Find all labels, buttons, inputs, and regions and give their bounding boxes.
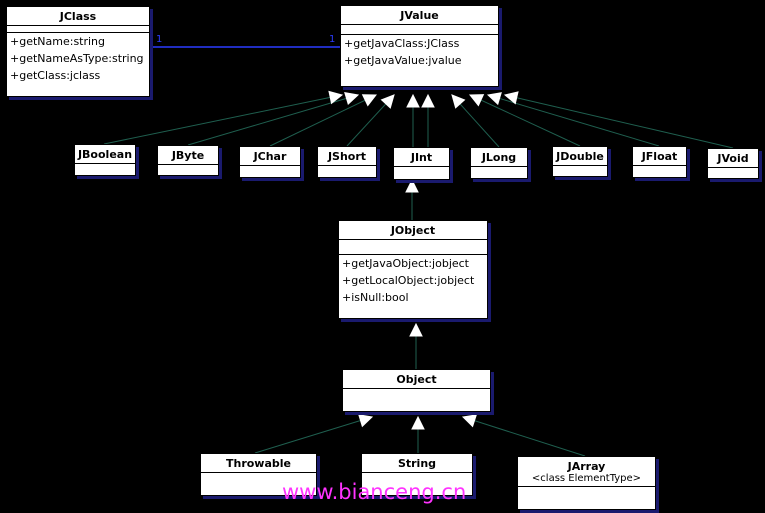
generalization-line-jbyte[interactable] — [187, 97, 347, 146]
class-name: JValue — [341, 6, 498, 25]
generalization-line-jdouble[interactable] — [480, 99, 581, 147]
generalization-line-jarray[interactable] — [474, 420, 586, 457]
operations-section: +getName:string +getNameAsType:string +g… — [7, 33, 149, 84]
class-string[interactable]: String — [361, 453, 473, 496]
attributes-section — [341, 25, 498, 35]
generalization-arrowhead-jvoid — [503, 91, 519, 105]
class-jobject[interactable]: JObject +getJavaObject:jobject +getLocal… — [338, 220, 488, 319]
generalization-arrowhead-jbyte — [344, 91, 360, 106]
operation: +getJavaValue:jvalue — [344, 54, 462, 67]
generalization-line-jboolean[interactable] — [103, 96, 331, 145]
class-object[interactable]: Object — [342, 369, 491, 412]
generalization-line-jlong[interactable] — [459, 103, 500, 148]
class-jlong[interactable]: JLong — [470, 147, 528, 179]
class-jint[interactable]: JInt — [393, 147, 450, 180]
generalization-line-jshort[interactable] — [346, 103, 387, 147]
class-name: JBoolean — [75, 145, 135, 164]
class-name: JArray — [567, 460, 606, 473]
class-jfloat[interactable]: JFloat — [632, 146, 687, 178]
class-name: JByte — [158, 146, 218, 165]
attributes-section — [339, 240, 487, 255]
operation: +getName:string — [10, 35, 106, 48]
generalization-arrowhead-string — [411, 415, 425, 430]
operation: +getLocalObject:jobject — [342, 274, 475, 287]
class-name: JChar — [240, 147, 300, 166]
operation: +getJavaObject:jobject — [342, 257, 469, 270]
operation: +isNull:bool — [342, 291, 409, 304]
generalization-line-jchar[interactable] — [269, 99, 366, 147]
generalization-arrowhead-jarray — [461, 414, 478, 428]
class-name: Throwable — [201, 454, 316, 473]
generalization-line-jvoid[interactable] — [516, 97, 734, 149]
class-throwable[interactable]: Throwable — [200, 453, 317, 496]
generalization-arrowhead-jshort — [380, 94, 395, 109]
generalization-line-throwable[interactable] — [254, 420, 361, 454]
generalization-arrowhead-throwable — [358, 414, 374, 428]
attributes-section — [7, 26, 149, 33]
class-jvoid[interactable]: JVoid — [707, 148, 759, 179]
multiplicity-left: 1 — [156, 34, 163, 45]
generalization-arrowhead-jchar — [361, 94, 378, 107]
generalization-arrowhead-jobject — [405, 178, 419, 193]
class-name: JFloat — [633, 147, 686, 166]
class-stereotype: <class ElementType> — [518, 473, 655, 487]
class-name: Object — [343, 370, 490, 389]
class-name: JClass — [7, 7, 149, 26]
class-jboolean[interactable]: JBoolean — [74, 144, 136, 176]
multiplicity-right: 1 — [329, 34, 336, 45]
generalization-arrowhead-jint-a — [406, 93, 420, 108]
class-name: String — [362, 454, 472, 473]
class-name: JObject — [339, 221, 487, 240]
class-jclass[interactable]: JClass +getName:string +getNameAsType:st… — [6, 6, 150, 97]
operation: +getJavaClass:JClass — [344, 37, 460, 50]
class-name: JDouble — [553, 147, 607, 166]
generalization-arrowhead-jint-b — [421, 93, 435, 108]
watermark-text: www.bianceng.cn — [282, 480, 467, 504]
generalization-arrowhead-jlong — [451, 94, 466, 109]
class-name: JLong — [471, 148, 527, 167]
operations-section: +getJavaClass:JClass +getJavaValue:jvalu… — [341, 35, 498, 69]
class-jshort[interactable]: JShort — [317, 146, 377, 178]
class-name: JInt — [394, 148, 449, 167]
class-name: JVoid — [708, 149, 758, 168]
operation: +getNameAsType:string — [10, 52, 144, 65]
class-jarray[interactable]: JArray <class ElementType> — [517, 456, 656, 510]
class-jchar[interactable]: JChar — [239, 146, 301, 178]
class-jvalue[interactable]: JValue +getJavaClass:JClass +getJavaValu… — [340, 5, 499, 87]
operation: +getClass:jclass — [10, 69, 101, 82]
generalization-arrowhead-jdouble — [468, 94, 485, 107]
generalization-line-jfloat[interactable] — [499, 97, 660, 147]
generalization-arrowhead-jboolean — [328, 90, 344, 105]
generalization-arrowhead-object — [409, 322, 423, 337]
generalization-arrowhead-jfloat — [486, 92, 502, 106]
class-jdouble[interactable]: JDouble — [552, 146, 608, 177]
class-jbyte[interactable]: JByte — [157, 145, 219, 176]
operations-section: +getJavaObject:jobject +getLocalObject:j… — [339, 255, 487, 306]
class-name: JShort — [318, 147, 376, 166]
